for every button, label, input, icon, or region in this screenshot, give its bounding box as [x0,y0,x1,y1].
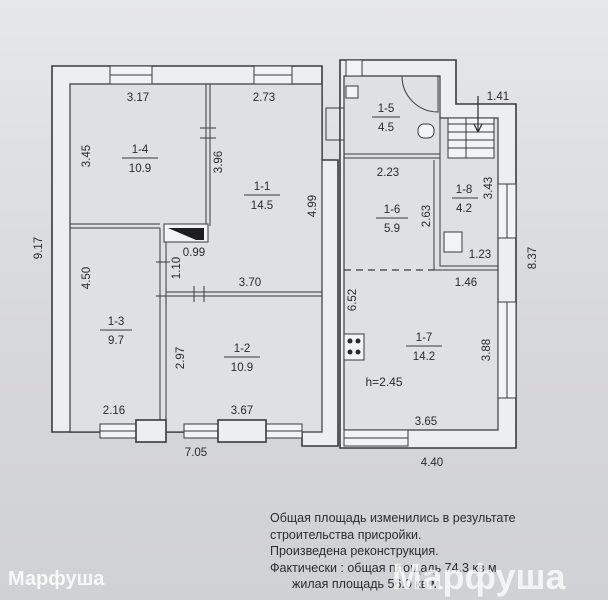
room-1-4-id: 1-4 [132,144,149,156]
room-1-1-id: 1-1 [254,181,271,193]
ceiling-height: h=2.45 [365,375,402,389]
note-line-1: Общая площадь изменились в результате [270,511,516,525]
dim-room16-height: 2.63 [421,205,433,227]
room-1-4-area: 10.9 [129,163,151,175]
room-1-7-area: 14.2 [413,351,435,363]
dim-left-total-height: 9.17 [33,237,45,259]
toilet-icon [417,123,435,139]
dimension-labels: 3.17 2.73 1.41 9.17 3.45 3.96 4.99 0.99 … [33,91,539,469]
note-line-4: Фактически : общая площадь 74.3 кв.м [270,560,497,575]
room-1-6-id: 1-6 [384,204,401,216]
dim-top-mid-width: 2.73 [253,92,275,104]
room-1-1-area: 14.5 [251,200,273,212]
room-1-3-area: 9.7 [108,335,124,347]
room-1-8-area: 4.2 [456,203,472,215]
sink-icon [345,85,359,99]
dim-room17-top-width: 1.46 [455,277,477,289]
dim-bottom-mid-width: 3.67 [231,405,253,417]
floor-plan: 1-4 10.9 1-1 14.5 1-5 4.5 1-6 5.9 1-8 4.… [33,59,539,469]
dim-bottom-total-width: 7.05 [185,447,207,459]
plan-note: Общая площадь изменились в результате ст… [270,510,608,593]
room-1-6-area: 5.9 [384,223,400,235]
room-1-5-area: 4.5 [378,122,394,134]
room-1-8-outline-b [439,154,498,267]
dim-room15-width: 2.23 [377,167,399,179]
room-1-7-id: 1-7 [416,332,433,344]
dim-room12-width: 3.70 [239,277,261,289]
dim-room14-height: 3.45 [81,145,93,167]
dim-closet-width: 0.99 [183,247,205,259]
note-line-2: строительства присройки. [270,527,422,542]
room-1-5-outline [325,76,441,155]
dim-room17-left-height: 6.52 [347,289,359,311]
dim-extension-width: 4.40 [421,457,443,469]
dim-room13-height: 4.50 [81,267,93,289]
stove-burner-1 [347,338,353,344]
wall-segment-2 [217,419,267,443]
room-labels: 1-4 10.9 1-1 14.5 1-5 4.5 1-6 5.9 1-8 4.… [100,103,478,374]
dim-room17-right-height: 3.88 [481,339,493,361]
dim-room18-height: 3.43 [483,177,495,199]
room-1-8-id: 1-8 [456,184,473,196]
dim-room18-width: 1.23 [469,249,491,261]
room-1-5-id: 1-5 [378,103,395,115]
dim-room11-right-height: 4.99 [307,195,319,217]
watermark-small: Марфуша [8,568,105,590]
door-arc [401,75,439,113]
dim-room11-height: 3.96 [213,151,225,173]
dim-top-left-width: 3.17 [127,92,149,104]
stove-burner-3 [347,349,353,355]
dim-bottom-left-width: 2.16 [103,405,125,417]
stairs-arrow-icon [473,96,483,133]
boiler-icon [443,231,463,253]
main-house-interior [69,83,323,433]
wall-segment-1 [135,419,167,443]
dim-right-total-height: 8.37 [527,247,539,269]
stove-burner-2 [355,338,361,344]
room-1-2-id: 1-2 [234,343,251,355]
dim-room12-height: 2.97 [175,347,187,369]
watermark-large: Марфуша [392,556,566,597]
dim-bottom-right-width: 3.65 [415,416,437,428]
stove-burner-4 [355,349,361,355]
dim-closet-height: 1.10 [171,257,183,279]
room-1-2-area: 10.9 [231,362,253,374]
room-1-3-id: 1-3 [108,316,125,328]
stairs [447,117,495,159]
note-line-3: Произведена реконструкция. [270,544,439,558]
dim-stair-width: 1.41 [487,91,509,103]
note-line-5: жилая площадь 56.0 кв.м [292,577,440,591]
closet-fill [168,228,204,240]
stove-icon [343,333,365,361]
